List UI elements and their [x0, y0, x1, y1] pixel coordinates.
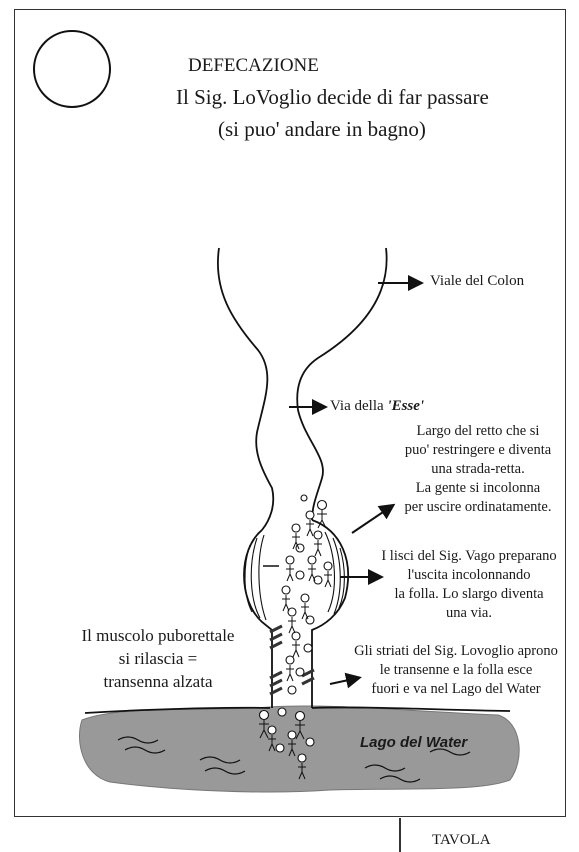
label-via-esse: Via della 'Esse' [330, 397, 424, 416]
footer-tavola: TAVOLA [432, 832, 491, 849]
footer-divider [399, 818, 401, 852]
label-muscolo-puborettale: Il muscolo puborettale si rilascia = tra… [58, 624, 258, 693]
label-striati: Gli striati del Sig. Lovoglio aprono le … [346, 642, 566, 699]
label-largo-retto: Largo del retto che si puo' restringere … [388, 422, 568, 517]
label-lago-water: Lago del Water [360, 734, 467, 751]
label-viale-colon: Viale del Colon [430, 272, 524, 291]
label-lisci: I lisci del Sig. Vago preparano l'uscita… [372, 547, 566, 623]
